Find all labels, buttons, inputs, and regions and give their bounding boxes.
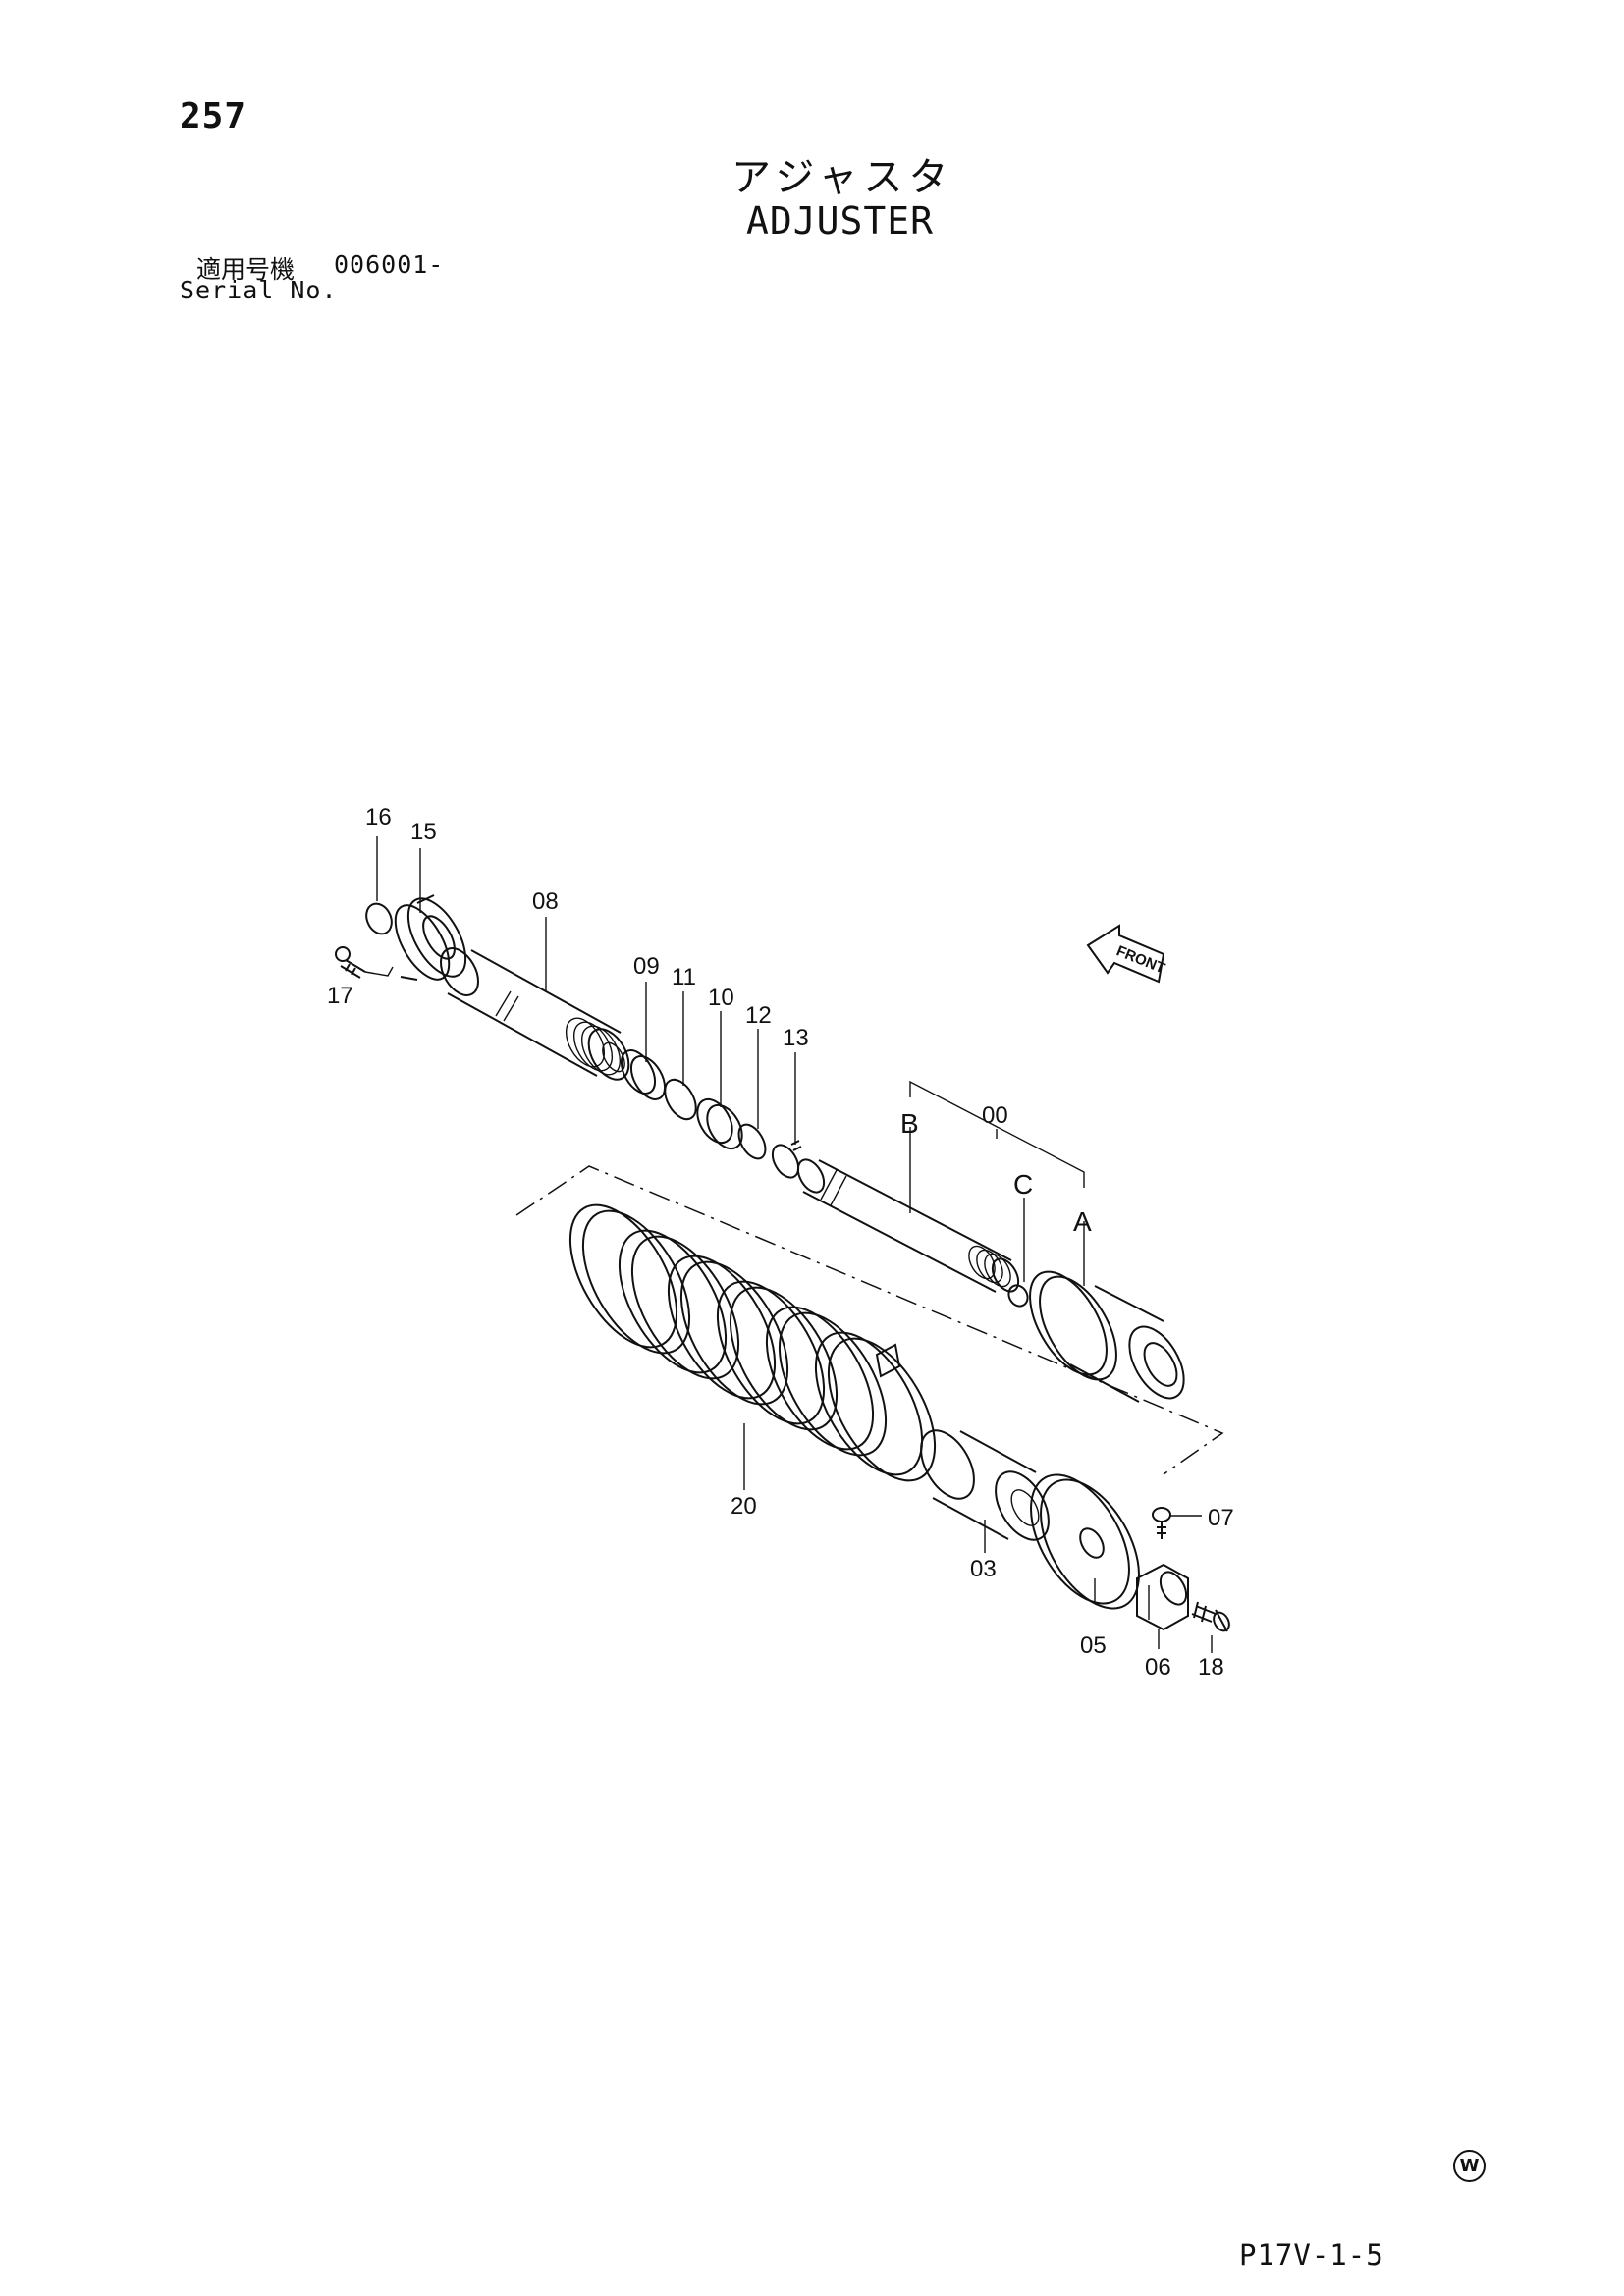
serial-number-range: 006001- (334, 250, 445, 279)
front-direction-arrow: FRONT (1086, 924, 1167, 984)
callout-13: 13 (783, 1025, 809, 1051)
callout-08: 08 (532, 888, 559, 915)
part-10-ring (696, 1097, 743, 1150)
part-12-ring (737, 1123, 767, 1160)
callout-11: 11 (672, 964, 696, 990)
callout-10: 10 (708, 985, 734, 1011)
part-16-o-ring (365, 902, 393, 935)
callout-07: 07 (1208, 1505, 1234, 1531)
part-06-nut (1136, 1563, 1189, 1631)
part-11-ring (664, 1078, 697, 1121)
front-label: FRONT (1114, 942, 1167, 977)
callout-b: B (900, 1108, 919, 1139)
callout-16: 16 (365, 804, 392, 830)
callout-05: 05 (1080, 1632, 1107, 1659)
part-a-cylinder (1029, 1270, 1185, 1403)
callout-15: 15 (410, 819, 437, 845)
callout-00: 00 (982, 1102, 1008, 1129)
page-number: 257 (180, 96, 247, 136)
callout-12: 12 (745, 1002, 772, 1029)
part-15-flange (394, 894, 467, 981)
serial-label-japanese: 適用号機 (196, 255, 296, 284)
callout-03: 03 (970, 1556, 997, 1582)
title-japanese: アジャスタ (731, 155, 954, 200)
part-c-plug (1007, 1284, 1029, 1308)
callout-06: 06 (1145, 1654, 1171, 1681)
document-code: P17V-1-5 (1239, 2238, 1384, 2271)
part-05-seat (1030, 1473, 1140, 1610)
spring-assembly-boundary (515, 1165, 1224, 1475)
part-03-spacer (920, 1429, 1050, 1541)
callout-c: C (1013, 1169, 1033, 1200)
part-08-cylinder (440, 947, 630, 1081)
callout-a: A (1073, 1206, 1092, 1237)
title-english: ADJUSTER (746, 199, 935, 242)
part-18-bolt (1191, 1601, 1230, 1632)
part-b-rod (796, 1158, 1020, 1293)
part-20-coil-spring (568, 1203, 937, 1482)
serial-label-english: Serial No. (180, 276, 338, 304)
callout-labels: 16 15 17 08 09 11 10 12 13 00 B C A 20 0… (327, 804, 1234, 1681)
w-marker-badge: W (1453, 2150, 1486, 2182)
part-09-ring (620, 1049, 667, 1100)
callout-17: 17 (327, 983, 353, 1009)
callout-18: 18 (1198, 1654, 1224, 1681)
callout-20: 20 (731, 1493, 757, 1520)
part-07-fitting (1152, 1507, 1171, 1539)
part-17-bolt (335, 946, 394, 979)
leader-lines (376, 836, 1213, 1653)
callout-09: 09 (633, 953, 660, 980)
